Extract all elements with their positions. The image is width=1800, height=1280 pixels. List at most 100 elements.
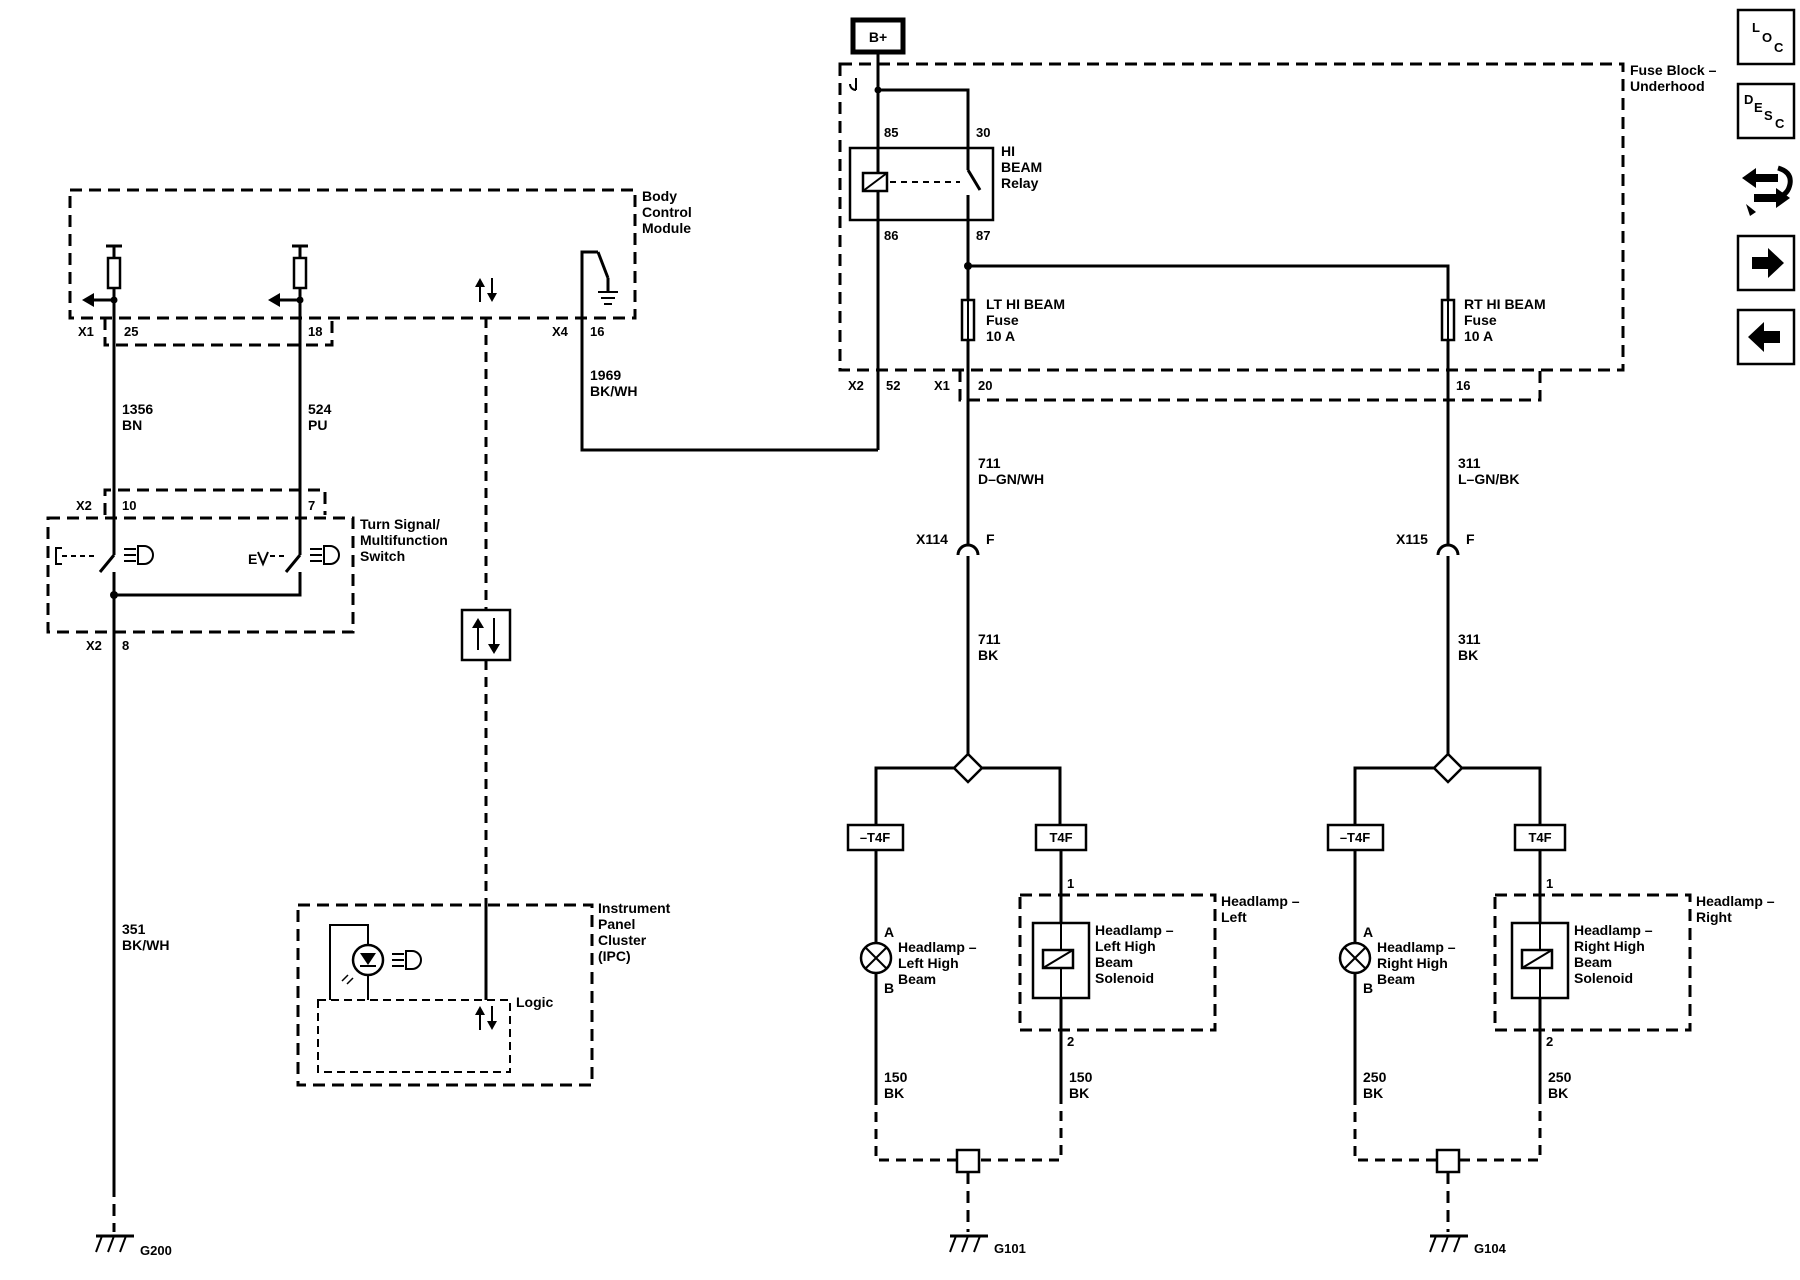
- fuse-block-pin-52: 52: [886, 378, 900, 393]
- terminal-left-lamp-label: –T4F: [860, 830, 890, 845]
- ground-g200: G200: [95, 1234, 172, 1258]
- flash-to-pass-icon: E: [248, 551, 257, 567]
- bcm-title-1: Body: [642, 188, 677, 204]
- left-sol-pin-1: 1: [1067, 876, 1074, 891]
- relay-pin-86: 86: [884, 228, 898, 243]
- ground-g101: G101: [949, 1234, 1026, 1256]
- inline-connector-x114: X114 F: [916, 531, 995, 575]
- terminal-left-solenoid-label: T4F: [1049, 830, 1072, 845]
- right-lamp-name-1: Headlamp –: [1377, 939, 1456, 955]
- wire-1356-color: BN: [122, 417, 142, 433]
- wire-150-num-a: 150: [884, 1069, 908, 1085]
- x115-pin: F: [1466, 531, 1475, 547]
- hi-beam-relay: 85 30 86 87 HI BEAM Relay: [848, 125, 1042, 243]
- terminal-right-solenoid-label: T4F: [1528, 830, 1551, 845]
- wire-311-color-lower: BK: [1458, 647, 1478, 663]
- wire-311-num-upper: 311: [1458, 455, 1481, 471]
- left-lamp-name-3: Beam: [898, 971, 936, 987]
- wire-351-num: 351: [122, 921, 146, 937]
- switch-pin-10: 10: [122, 498, 136, 513]
- wire-250-num-a: 250: [1363, 1069, 1387, 1085]
- switch-pin-8: 8: [122, 638, 129, 653]
- ipc-title-1: Instrument: [598, 900, 671, 916]
- ipc-logic-label: Logic: [516, 994, 554, 1010]
- location-letter-l: L: [1752, 20, 1760, 35]
- description-letter-c: C: [1775, 116, 1785, 131]
- previous-button[interactable]: [1736, 308, 1796, 366]
- description-letter-d: D: [1744, 92, 1753, 107]
- wire-711-color-lower: BK: [978, 647, 998, 663]
- location-letter-c: C: [1774, 40, 1784, 55]
- switch-title-3: Switch: [360, 548, 405, 564]
- bcm-title-2: Control: [642, 204, 692, 220]
- relay-pin-85: 85: [884, 125, 898, 140]
- battery-supply: B+: [850, 17, 906, 90]
- ipc-title-4: (IPC): [598, 948, 631, 964]
- description-button[interactable]: D E S C: [1736, 82, 1796, 140]
- wire-150-color-a: BK: [884, 1085, 904, 1101]
- wire-1969-color: BK/WH: [590, 383, 637, 399]
- rt-fuse-rating: 10 A: [1464, 328, 1493, 344]
- wire-351-color: BK/WH: [122, 937, 169, 953]
- x114-pin: F: [986, 531, 995, 547]
- bcm-conn-x1: X1: [78, 324, 94, 339]
- ground-splice-g101: [955, 1148, 981, 1174]
- right-lamp-pin-b: B: [1363, 980, 1373, 996]
- right-sol-pin-2: 2: [1546, 1034, 1553, 1049]
- switch-pin-7: 7: [308, 498, 315, 513]
- right-sol-name-4: Solenoid: [1574, 970, 1633, 986]
- fuse-block-title-1: Fuse Block –: [1630, 62, 1717, 78]
- serial-data-icon: [475, 278, 497, 302]
- next-button[interactable]: [1736, 234, 1796, 292]
- ground-splice-g104: [1435, 1148, 1461, 1174]
- fuse-block-title-2: Underhood: [1630, 78, 1705, 94]
- wire-250-color-a: BK: [1363, 1085, 1383, 1101]
- bcm-conn-x4: X4: [552, 324, 569, 339]
- serial-data-icon: [475, 1006, 497, 1030]
- relay-pin-87: 87: [976, 228, 990, 243]
- left-lamp-pin-b: B: [884, 980, 894, 996]
- bcm-title-3: Module: [642, 220, 691, 236]
- body-control-module: Body Control Module X1: [68, 188, 692, 347]
- tools-button[interactable]: [1742, 165, 1793, 216]
- ground-g101-label: G101: [994, 1241, 1026, 1256]
- lt-fuse-name-2: Fuse: [986, 312, 1019, 328]
- high-beam-icon: [124, 545, 154, 565]
- right-sol-pin-1: 1: [1546, 876, 1553, 891]
- wire-524-num: 524: [308, 401, 332, 417]
- lt-fuse-name-1: LT HI BEAM: [986, 296, 1065, 312]
- splice-left: [952, 752, 984, 784]
- location-button[interactable]: L O C: [1736, 8, 1796, 66]
- left-sol-name-4: Solenoid: [1095, 970, 1154, 986]
- fuse-block-pin-16: 16: [1456, 378, 1470, 393]
- headlamp-right-module: Headlamp – Right 1 Headlamp – Right High…: [1493, 850, 1775, 1095]
- location-letter-o: O: [1762, 30, 1772, 45]
- x114-name: X114: [916, 531, 948, 547]
- battery-label: B+: [869, 29, 887, 45]
- switch-conn-x2-bot: X2: [86, 638, 102, 653]
- right-lamp-name-2: Right High: [1377, 955, 1448, 971]
- fuse-block-pin-20: 20: [978, 378, 992, 393]
- high-beam-icon: [310, 545, 340, 565]
- wire-1356-num: 1356: [122, 401, 153, 417]
- fuse-block-conn-x2: X2: [848, 378, 864, 393]
- lt-fuse-rating: 10 A: [986, 328, 1015, 344]
- switch-title-1: Turn Signal/: [360, 516, 440, 532]
- terminal-right-lamp-label: –T4F: [1340, 830, 1370, 845]
- wire-150-color-b: BK: [1069, 1085, 1089, 1101]
- lamp-bulb-icon: [859, 941, 893, 975]
- wire-524-color: PU: [308, 417, 327, 433]
- left-lamp-name-1: Headlamp –: [898, 939, 977, 955]
- right-sol-name-1: Headlamp –: [1574, 922, 1653, 938]
- x115-name: X115: [1396, 531, 1428, 547]
- ipc-title-3: Cluster: [598, 932, 647, 948]
- bcm-pin-18: 18: [308, 324, 322, 339]
- wire-150-num-b: 150: [1069, 1069, 1093, 1085]
- left-lamp-name-2: Left High: [898, 955, 959, 971]
- wire-711-num-upper: 711: [978, 455, 1001, 471]
- left-sol-name-1: Headlamp –: [1095, 922, 1174, 938]
- wire-311-num-lower: 311: [1458, 631, 1481, 647]
- fuse-block-conn-x1: X1: [934, 378, 950, 393]
- description-icon: D E S C: [1744, 92, 1785, 131]
- left-lamp-pin-a: A: [884, 924, 894, 940]
